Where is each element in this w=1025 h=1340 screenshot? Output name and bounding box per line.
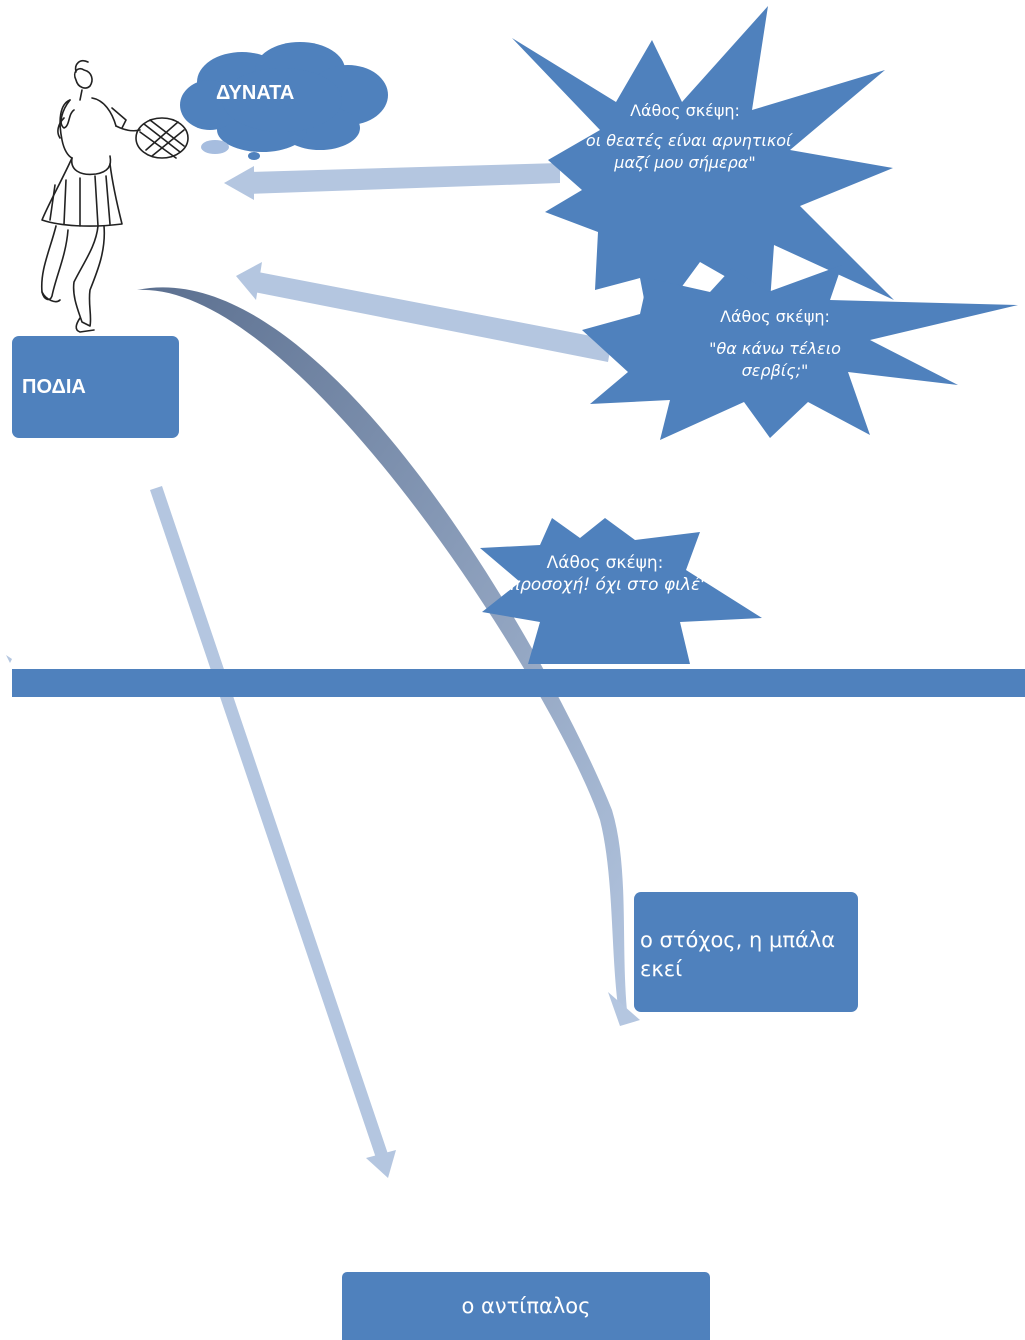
thought-star-1	[512, 6, 894, 330]
thought-star-2	[582, 265, 1018, 440]
thought-1-quote: "οι θεατές είναι αρνητικοί μαζί μου σήμε…	[578, 131, 792, 172]
thought-3-quote: "προσοχή! όχι στο φιλέ"	[502, 575, 708, 595]
thought-1-title: Λάθος σκέψη:	[630, 101, 740, 120]
thought-2-title: Λάθος σκέψη:	[720, 307, 830, 326]
thought-2-text: Λάθος σκέψη: "θα κάνω τέλειο σερβίς;"	[675, 306, 875, 382]
net-small-mark	[6, 655, 12, 663]
feet-box: ΠΟΔΙΑ	[12, 336, 179, 438]
target-box: ο στόχος, η μπάλα εκεί	[634, 892, 858, 1012]
thought-3-title: Λάθος σκέψη:	[546, 553, 664, 573]
tennis-player-illustration	[40, 59, 189, 333]
thought-1-text: Λάθος σκέψη: "οι θεατές είναι αρνητικοί …	[575, 100, 795, 174]
arrow-trajectory-to-target	[137, 287, 640, 1026]
cloud-label: ΔΥΝΑΤΑ	[216, 82, 295, 104]
thought-3-text: Λάθος σκέψη: "προσοχή! όχι στο φιλέ"	[500, 552, 710, 596]
thought-star-3	[480, 518, 762, 664]
thought-cloud	[180, 42, 388, 160]
net-bar	[12, 669, 1025, 697]
arrow-thought2-to-player	[236, 262, 612, 362]
arrow-feet-to-opponent	[150, 486, 396, 1178]
opponent-box: ο αντίπαλος	[342, 1272, 710, 1340]
thought-2-quote: "θα κάνω τέλειο σερβίς;"	[709, 339, 841, 380]
arrow-thought1-to-player	[224, 163, 560, 200]
